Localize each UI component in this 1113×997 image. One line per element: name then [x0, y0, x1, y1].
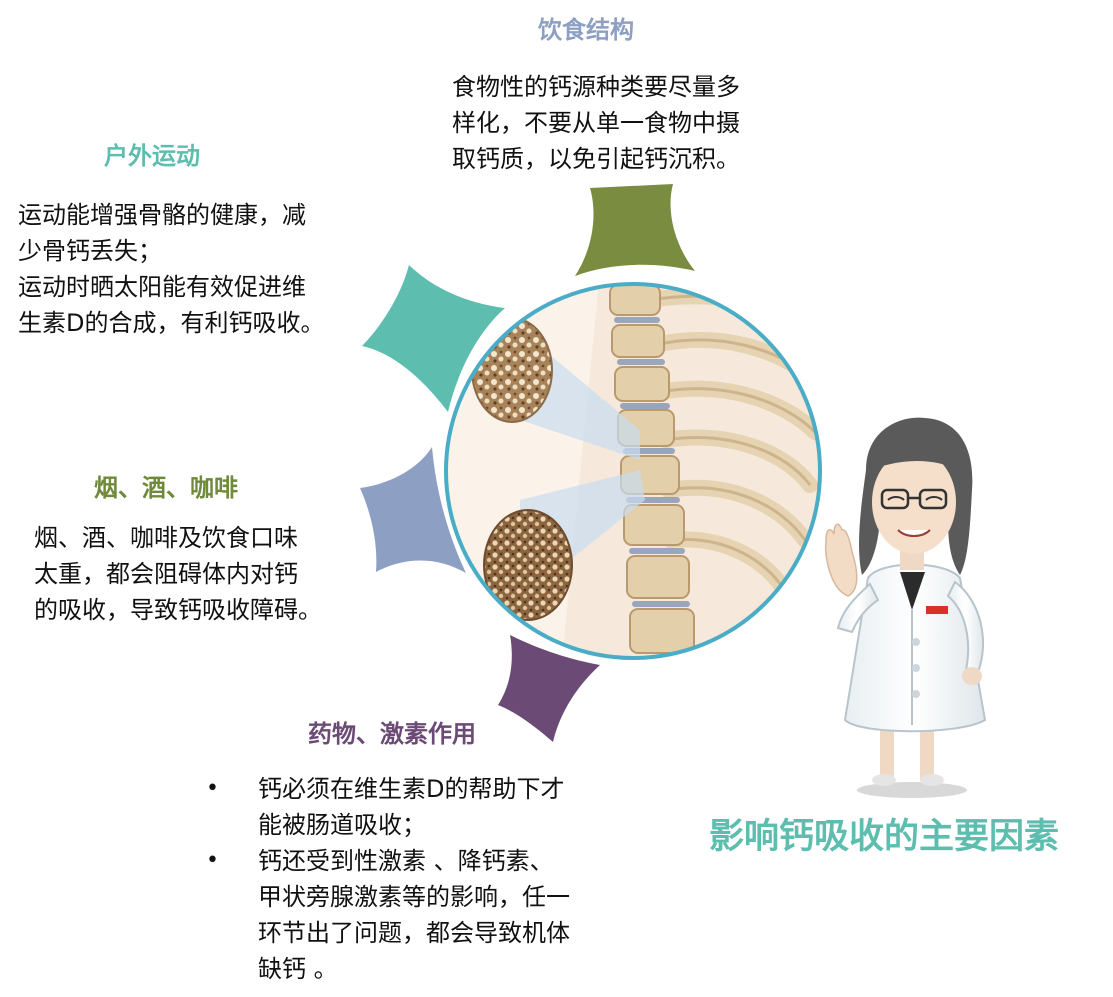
smoke-description: 烟、酒、咖啡及饮食口味 太重，都会阻碍体内对钙 的吸收，导致钙吸收障碍。 — [34, 520, 322, 628]
smoke-line: 烟、酒、咖啡及饮食口味 — [34, 524, 298, 552]
diet-heading: 饮食结构 — [538, 16, 634, 44]
bullet-icon: • — [206, 776, 219, 801]
medicine-line: 钙必须在维生素D的帮助下才 — [258, 775, 565, 803]
medicine-line: 缺钙 。 — [258, 955, 338, 983]
medicine-line: 钙还受到性激素 、降钙素、 — [258, 847, 554, 875]
diet-petal — [575, 184, 695, 276]
outdoor-description: 运动能增强骨骼的健康，减 少骨钙丢失； 运动时晒太阳能有效促进维 生素D的合成，… — [18, 197, 324, 341]
outdoor-petal — [362, 265, 505, 412]
medicine-line: 能被肠道吸收； — [258, 811, 426, 839]
spine-illustration — [446, 284, 820, 658]
medicine-line: 环节出了问题，都会导致机体 — [258, 919, 570, 947]
smoke-heading: 烟、酒、咖啡 — [94, 474, 238, 502]
diet-line: 取钙质，以免引起钙沉积。 — [452, 145, 740, 173]
medicine-bullet-item: • 钙必须在维生素D的帮助下才 能被肠道吸收； — [206, 771, 570, 843]
central-circle — [444, 282, 822, 660]
smoke-line: 的吸收，导致钙吸收障碍。 — [34, 596, 322, 624]
medicine-line: 甲状旁腺激素等的影响，任一 — [258, 883, 570, 911]
outdoor-line: 少骨钙丢失； — [18, 237, 162, 265]
bullet-icon: • — [206, 848, 219, 873]
smoke-petal — [360, 447, 466, 573]
smoke-line: 太重，都会阻碍体内对钙 — [34, 560, 298, 588]
diet-line: 样化，不要从单一食物中摄 — [452, 109, 740, 137]
medicine-bullet-list: • 钙必须在维生素D的帮助下才 能被肠道吸收； • 钙还受到性激素 、降钙素、 … — [206, 771, 570, 987]
outdoor-line: 运动时晒太阳能有效促进维 — [18, 273, 306, 301]
doctor-cartoon — [824, 417, 987, 798]
outdoor-line: 运动能增强骨骼的健康，减 — [18, 201, 306, 229]
outdoor-line: 生素D的合成，有利钙吸收。 — [18, 309, 325, 337]
medicine-heading: 药物、激素作用 — [308, 720, 476, 748]
diet-line: 食物性的钙源种类要尽量多 — [452, 73, 740, 101]
diet-description: 食物性的钙源种类要尽量多 样化，不要从单一食物中摄 取钙质，以免引起钙沉积。 — [452, 69, 740, 177]
medicine-description: • 钙必须在维生素D的帮助下才 能被肠道吸收； • 钙还受到性激素 、降钙素、 … — [206, 771, 570, 987]
outdoor-heading: 户外运动 — [104, 142, 200, 170]
main-title: 影响钙吸收的主要因素 — [709, 817, 1060, 857]
medicine-petal — [498, 635, 600, 742]
medicine-bullet-item: • 钙还受到性激素 、降钙素、 甲状旁腺激素等的影响，任一 环节出了问题，都会导… — [206, 843, 570, 987]
